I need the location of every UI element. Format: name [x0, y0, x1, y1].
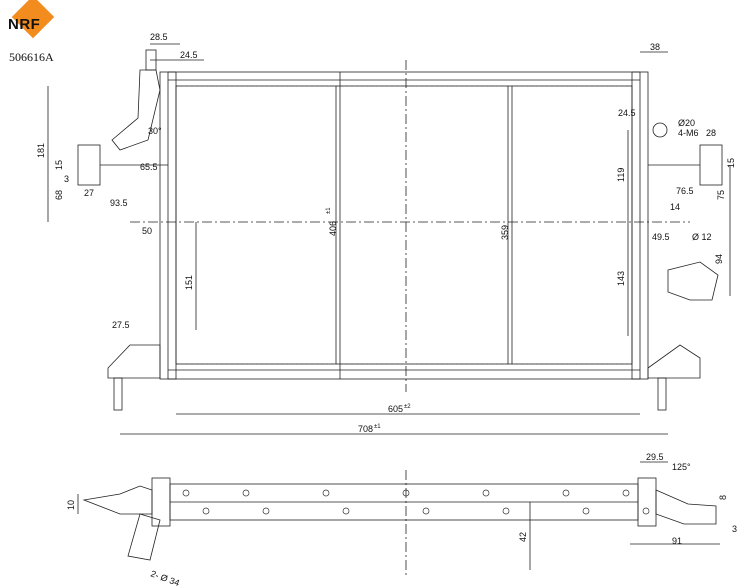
logo-text: NRF: [8, 16, 41, 33]
radiator-core-outline: [167, 71, 641, 380]
right-side-port: [699, 144, 723, 186]
bottom-view-right-tank: [637, 477, 657, 527]
bolt-hole: [622, 489, 630, 497]
dim-right-a: 24.5: [618, 108, 636, 118]
dim-right-j: Ø 12: [692, 232, 712, 242]
dim-right-m: 94: [714, 254, 724, 264]
dim-bottom-right-b: 125°: [672, 462, 691, 472]
dim-left-i: 27.5: [112, 320, 130, 330]
dim-center-height-tol: ±1: [326, 207, 332, 214]
dim-bottom-right-a: 29.5: [646, 452, 664, 462]
brand-logo: NRF: [4, 0, 64, 46]
dim-bottom-pipe: 2- Ø 34: [149, 568, 181, 586]
bolt-hole: [242, 489, 250, 497]
dim-angle-left: 30°: [148, 126, 162, 136]
right-mount-peg: [657, 377, 667, 411]
dim-bottom-right-e: 91: [672, 536, 682, 546]
part-number: 506616A: [9, 50, 54, 64]
dim-left-h: 151: [184, 275, 194, 290]
bolt-hole: [502, 507, 510, 515]
dim-overall-width-tol: ±1: [374, 424, 381, 430]
dim-right-i: 49.5: [652, 232, 670, 242]
dim-bottom-right-c: 8: [718, 495, 728, 500]
right-vent-circle: [652, 122, 668, 138]
bolt-hole: [342, 507, 350, 515]
dim-right-b: Ø20: [678, 118, 695, 128]
dim-left-d: 27: [84, 188, 94, 198]
dim-left-height: 181: [36, 143, 46, 158]
right-side-tank: [631, 71, 649, 380]
dim-left-b: 3: [64, 174, 69, 184]
bolt-hole: [322, 489, 330, 497]
dim-bottom-mid: 42: [518, 532, 528, 542]
bolt-hole: [422, 507, 430, 515]
bottom-view-left-pipe: [82, 485, 153, 515]
dim-left-e: 68: [54, 190, 64, 200]
bottom-view-down-pipe: [127, 513, 161, 561]
right-mount-bracket: [647, 344, 701, 379]
bolt-hole: [642, 507, 650, 515]
dim-core-width: 605: [388, 404, 403, 414]
dim-bottom-left-a: 10: [66, 500, 76, 510]
bolt-hole: [482, 489, 490, 497]
dim-right-k: 14: [670, 202, 680, 212]
bolt-hole: [402, 489, 410, 497]
bolt-hole: [262, 507, 270, 515]
bolt-hole: [582, 507, 590, 515]
dim-left-g: 50: [142, 226, 152, 236]
dim-top-right-a: 38: [650, 42, 660, 52]
dim-left-a: 15: [54, 160, 64, 170]
left-inlet-pipe: [111, 69, 161, 151]
dim-right-g: 76.5: [676, 186, 694, 196]
dim-left-c: 65.5: [140, 162, 158, 172]
dim-right-f: 119: [616, 168, 626, 182]
dim-overall-width: 708: [358, 424, 373, 434]
dim-bottom-right-d: 3: [732, 524, 737, 534]
bolt-hole: [202, 507, 210, 515]
dim-core-height: 359: [500, 225, 510, 240]
bolt-hole: [562, 489, 570, 497]
left-mount-bracket: [107, 344, 161, 379]
dim-top-left-b: 24.5: [180, 50, 198, 60]
dim-center-height: 406: [328, 221, 338, 236]
dim-core-width-tol: ±2: [404, 404, 411, 410]
left-side-tank: [159, 71, 177, 380]
dim-right-e: 15: [726, 158, 736, 168]
left-mount-peg: [113, 377, 123, 411]
dim-right-l: 143: [616, 271, 626, 286]
left-side-port: [77, 144, 101, 186]
radiator-core-inner: [175, 85, 633, 365]
dim-right-d: 28: [706, 128, 716, 138]
dim-right-c: 4-M6: [678, 128, 699, 138]
bottom-view-bolts: [182, 489, 650, 515]
dim-left-f: 93.5: [110, 198, 128, 208]
dim-right-h: 75: [716, 190, 726, 200]
bottom-view-right-pipe: [655, 489, 717, 525]
dim-top-left-a: 28.5: [150, 32, 168, 42]
right-outlet-pipe: [667, 261, 719, 301]
bolt-hole: [182, 489, 190, 497]
